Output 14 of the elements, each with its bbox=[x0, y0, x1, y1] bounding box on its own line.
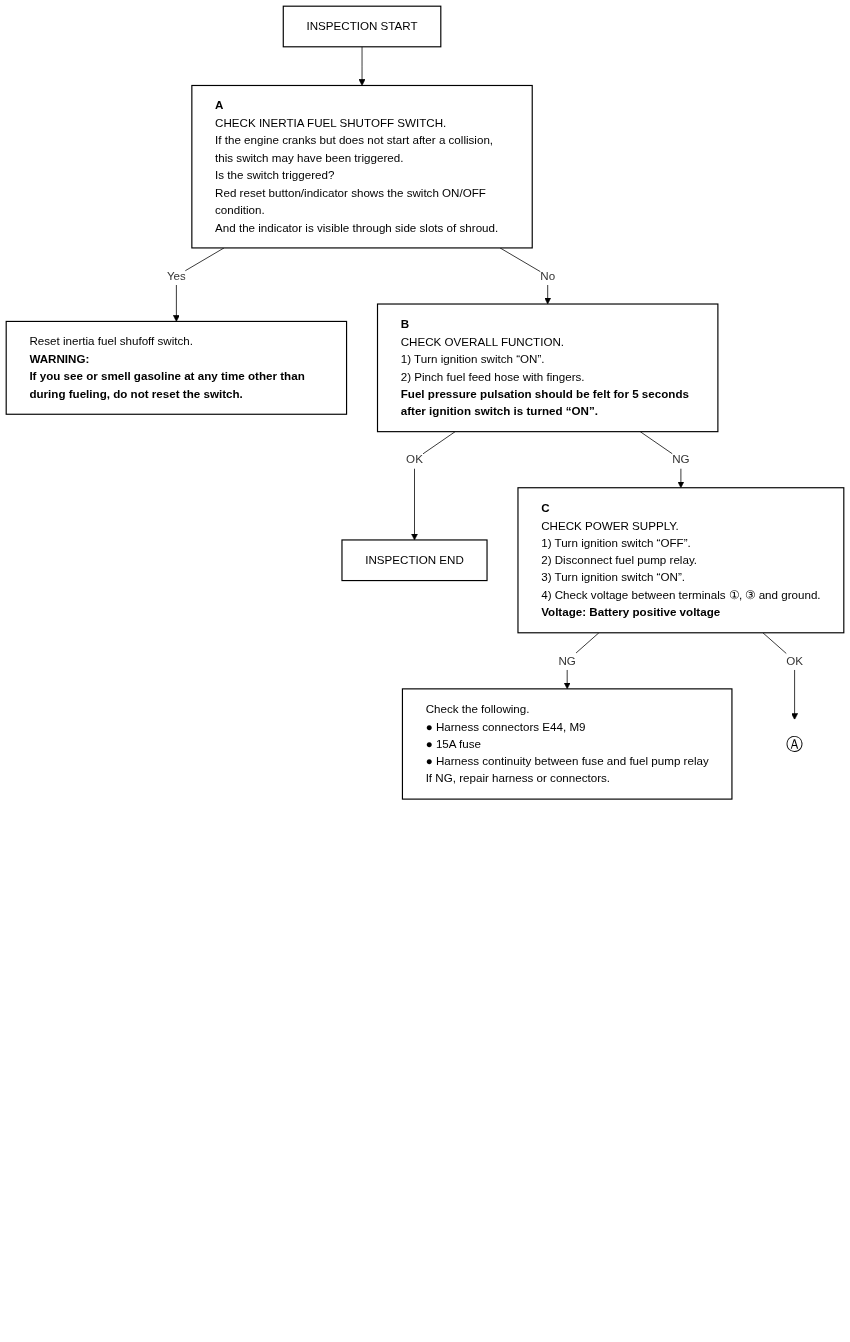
node-text: Ⓐ bbox=[786, 734, 804, 754]
edge-label: No bbox=[540, 268, 556, 282]
edge-label: OK bbox=[786, 653, 803, 667]
edge-label: NG bbox=[672, 452, 690, 466]
edge-label: NG bbox=[558, 653, 576, 667]
node-box: Reset inertia fuel shufoff switch. WARNING: If you see or smell gasoline at any time other than during fueling, do not reset the switch. bbox=[5, 320, 348, 415]
edge-label: Yes bbox=[166, 268, 186, 282]
node-box: C CHECK POWER SUPPLY. 1) Turn ignition switch “OFF”. 2) Disconnect fuel pump relay. 3) Turn ignition switch “ON”. 4) Check voltage between terminals ①, ③ and ground. Voltage: Battery positive voltage bbox=[517, 487, 845, 634]
edge-label: OK bbox=[406, 452, 423, 466]
node-box: Check the following. ● Harness connectors E44, M9 ● 15A fuse ● Harness continuity between fuse and fuel pump relay If NG, repair harness or connectors. bbox=[401, 688, 733, 800]
node-box: A CHECK INERTIA FUEL SHUTOFF SWITCH. If the engine cranks but does not start after a collision, this switch may have been triggered. Is the switch triggered? Red reset button/indicator shows the switch ON/OFF condition. And the indicator is visible through side slots of shroud. bbox=[191, 84, 533, 249]
node-box: INSPECTION START bbox=[282, 5, 442, 48]
node-box: B CHECK OVERALL FUNCTION. 1) Turn ignition switch “ON”. 2) Pinch fuel feed hose with fingers. Fuel pressure pulsation should be felt for 5 seconds after ignition switch is turned “ON”. bbox=[376, 303, 719, 433]
node-box: INSPECTION END bbox=[341, 539, 488, 582]
